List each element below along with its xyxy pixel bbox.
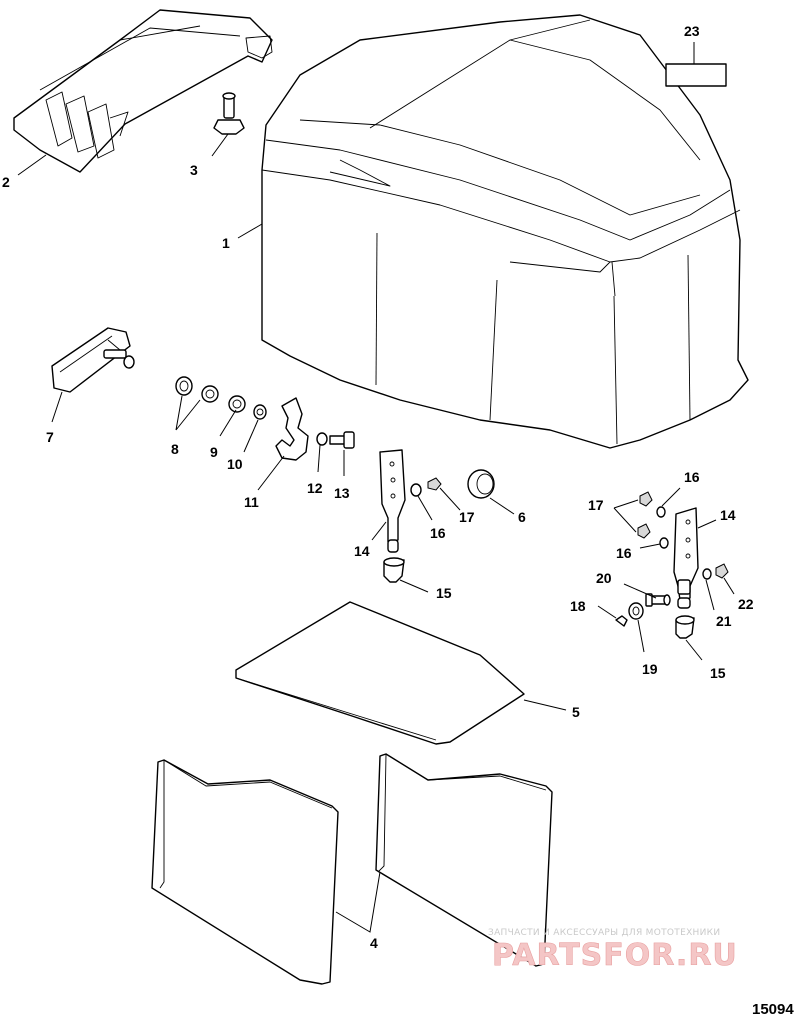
diagram-id: 15094 — [752, 1001, 794, 1018]
part-15-grommet-right — [675, 615, 695, 639]
callout-14-left: 14 — [354, 543, 370, 559]
callout-20: 20 — [596, 570, 612, 586]
callout-18: 18 — [570, 598, 586, 614]
part-6-plug — [467, 469, 495, 499]
callout-17-right: 17 — [588, 497, 604, 513]
callout-15-left: 15 — [436, 585, 452, 601]
part-12-washer — [316, 432, 328, 446]
part-4-side-panel-right — [375, 753, 553, 967]
part-5-seal-plate — [235, 601, 525, 745]
part-2-rear-cover — [13, 9, 273, 173]
callout-9: 9 — [210, 444, 218, 460]
callout-23: 23 — [684, 23, 700, 39]
part-4-side-panel-left — [151, 759, 339, 985]
callout-13: 13 — [334, 485, 350, 501]
part-22-nut — [715, 563, 729, 579]
part-17-nut-left — [427, 477, 442, 491]
part-21-washer — [702, 568, 712, 580]
callout-22: 22 — [738, 596, 754, 612]
part-8-bushing — [175, 376, 193, 396]
part-20-pin — [645, 593, 671, 607]
watermark: ЗАПЧАСТИ И АКСЕССУАРЫ ДЛЯ МОТОТЕХНИКИ PA… — [488, 928, 738, 973]
part-13-bolt — [329, 431, 355, 449]
part-3-screw — [213, 92, 245, 135]
callout-8: 8 — [171, 441, 179, 457]
part-16-washer-left — [410, 483, 422, 497]
part-16-washer-right-b — [659, 537, 669, 549]
callout-3: 3 — [190, 162, 198, 178]
part-23-decal — [665, 63, 727, 87]
callout-16-left: 16 — [430, 525, 446, 541]
part-9-washer — [201, 385, 219, 403]
callout-15-right: 15 — [710, 665, 726, 681]
callout-2: 2 — [2, 174, 10, 190]
part-14-bracket-left — [379, 449, 406, 553]
watermark-logo: PARTSFOR.RU — [492, 938, 738, 973]
callout-17-left: 17 — [459, 509, 475, 525]
watermark-tagline: ЗАПЧАСТИ И АКСЕССУАРЫ ДЛЯ МОТОТЕХНИКИ — [488, 928, 720, 938]
part-19-bushing — [628, 602, 644, 620]
part-11-latch-hook — [275, 397, 309, 461]
part-10-washer — [253, 404, 267, 420]
callout-14-right: 14 — [720, 507, 736, 523]
leader-lines — [17, 42, 735, 933]
callout-10: 10 — [227, 456, 243, 472]
part-7-latch-handle — [51, 327, 135, 393]
callout-5: 5 — [572, 704, 580, 720]
callout-21: 21 — [716, 613, 732, 629]
part-15-grommet-left — [383, 557, 405, 583]
part-17-nut-right-b — [637, 523, 651, 539]
callout-16-right-bottom: 16 — [616, 545, 632, 561]
callout-7: 7 — [46, 429, 54, 445]
callout-16-right-top: 16 — [684, 469, 700, 485]
callouts: 1 2 3 23 7 8 9 10 11 12 13 14 15 16 17 6… — [2, 23, 754, 951]
part-9-washer-b — [228, 395, 246, 413]
part-17-nut-right-a — [639, 491, 653, 507]
part-16-washer-right-a — [656, 506, 666, 518]
callout-12: 12 — [307, 480, 323, 496]
callout-4: 4 — [370, 935, 378, 951]
part-14-bracket-right — [673, 507, 699, 609]
callout-1: 1 — [222, 235, 230, 251]
callout-19: 19 — [642, 661, 658, 677]
callout-11: 11 — [244, 494, 259, 510]
part-1-top-cowl — [261, 14, 749, 449]
part-18-clip — [615, 615, 628, 627]
callout-6: 6 — [518, 509, 526, 525]
